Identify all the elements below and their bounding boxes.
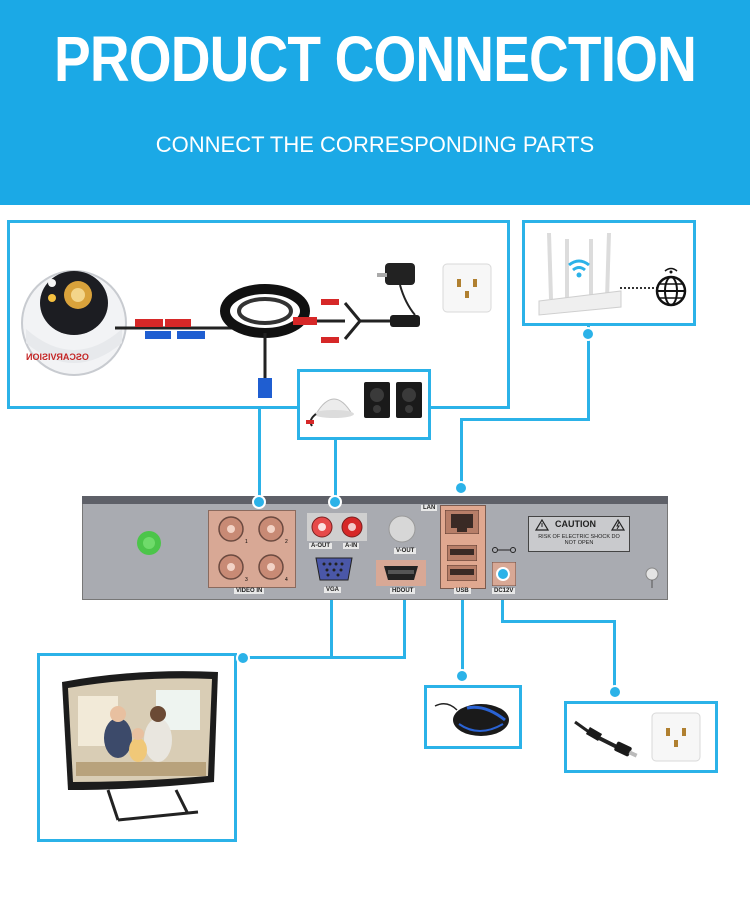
audio-port-dot (328, 495, 342, 509)
dc-port-dot (496, 567, 510, 581)
microphone-image (306, 398, 354, 427)
mouse-icon (434, 703, 509, 736)
router-connector-line-v1 (587, 325, 590, 420)
cable-assembly-image (115, 263, 420, 398)
channel-label-4: 4 (285, 577, 288, 583)
globe-icon (655, 267, 687, 307)
page-subtitle: CONNECT THE CORRESPONDING PARTS (155, 132, 595, 157)
channel-label-3: 3 (245, 577, 248, 583)
v-out-label: V-OUT (394, 548, 417, 554)
usb-label: USB (454, 588, 471, 594)
camera-connector-line (258, 406, 261, 502)
monitor-box (37, 653, 237, 842)
power-outlet-icon (651, 712, 701, 762)
channel-label-2: 2 (285, 539, 288, 545)
mouse-box-dot (455, 669, 469, 683)
router-box-dot (581, 327, 595, 341)
dome-camera-image (21, 270, 127, 376)
usb-port-2[interactable] (447, 565, 477, 581)
mouse-box (424, 685, 522, 749)
video-in-ports[interactable]: 1 2 3 4 (208, 510, 296, 588)
wall-outlet-icon (442, 263, 492, 313)
warning-triangle-icon (535, 519, 549, 531)
caution-label: CAUTION RISK OF ELECTRIC SHOCK DO NOT OP… (528, 516, 630, 552)
dashed-link (620, 287, 658, 289)
monitor-connector-line-v2 (403, 598, 406, 658)
audio-in-label: A-IN (343, 543, 360, 549)
lan-label: LAN (421, 505, 438, 511)
router-box (522, 220, 696, 326)
page-title: PRODUCT CONNECTION (54, 23, 697, 95)
header-banner (0, 0, 750, 205)
camera-brand-label: OSCARVISION (26, 352, 89, 362)
monitor-connector-line-h (243, 656, 406, 659)
channel-label-1: 1 (245, 539, 248, 545)
hdmi-label: HDOUT (390, 588, 416, 594)
power-box (564, 701, 718, 773)
mouse-connector-line (461, 598, 464, 678)
wifi-icon (568, 259, 590, 272)
dvr-top-edge (82, 496, 668, 504)
speakers-image (364, 382, 422, 418)
caution-title: CAUTION (555, 519, 596, 529)
power-connector-line-h (501, 620, 615, 623)
lightning-triangle-icon (611, 519, 625, 531)
ground-screw-icon (645, 567, 659, 588)
audio-connector-line (334, 439, 337, 502)
vga-label: VGA (324, 587, 342, 593)
lan-port-dot (454, 481, 468, 495)
usb-port-1[interactable] (447, 545, 477, 561)
v-out-port[interactable] (387, 514, 417, 544)
video-in-label: VIDEO IN (234, 588, 265, 594)
router-image (538, 232, 622, 316)
dc12v-label: DC12V (492, 588, 516, 594)
camera-kit-box: OSCARVISION (7, 220, 510, 409)
lan-port[interactable] (445, 510, 479, 534)
audio-out-label: A-OUT (309, 543, 332, 549)
audio-rca-ports[interactable] (307, 513, 367, 541)
dc-polarity-icon (492, 547, 516, 553)
power-connector-line-v2 (613, 620, 616, 692)
hdmi-port[interactable] (376, 560, 426, 586)
audio-devices-box (297, 369, 431, 440)
monitor-image (62, 671, 218, 822)
dc-cable-image (574, 720, 638, 758)
router-connector-line-v2 (460, 418, 463, 490)
camera-port-dot (252, 495, 266, 509)
monitor-connector-line-v1 (330, 600, 333, 658)
caution-text: RISK OF ELECTRIC SHOCK DO NOT OPEN (538, 534, 620, 546)
power-led-icon (137, 531, 161, 555)
monitor-box-dot (236, 651, 250, 665)
power-box-dot (608, 685, 622, 699)
vga-port[interactable] (314, 556, 354, 582)
router-connector-line-h (460, 418, 590, 421)
